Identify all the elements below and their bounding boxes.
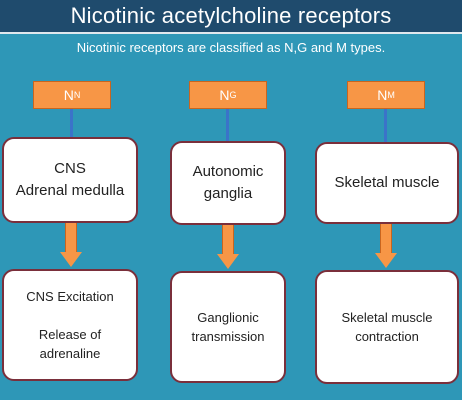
receptor-label-main: N [63, 87, 74, 103]
connector-line [226, 109, 229, 141]
site-text-line: Autonomic [192, 163, 264, 180]
site-card-nn: CNS Adrenal medulla [2, 137, 138, 223]
effect-card-nn: CNS Excitation Release of adrenaline [2, 269, 138, 381]
slide-title: Nicotinic acetylcholine receptors [70, 3, 392, 28]
site-card-nm: Skeletal muscle [315, 142, 459, 224]
receptor-label-subscript: N [73, 90, 81, 100]
site-card-ng: Autonomic ganglia [170, 141, 286, 225]
slide-subtitle: Nicotinic receptors are classified as N,… [76, 40, 386, 55]
effect-text-line: transmission [191, 329, 265, 344]
effect-text-line: Release of [38, 327, 102, 342]
receptor-label-main: N [377, 87, 388, 103]
site-text-line: Skeletal muscle [334, 174, 440, 191]
receptor-label-subscript: M [387, 90, 395, 100]
effect-text-line: Ganglionic [197, 310, 259, 325]
down-arrow-icon [217, 225, 239, 269]
site-text-line: CNS [54, 160, 86, 177]
connector-line [384, 109, 387, 142]
effect-card-nm: Skeletal muscle contraction [315, 270, 459, 384]
effect-text-line: CNS Excitation [26, 289, 114, 304]
effect-text-line: adrenaline [39, 346, 101, 361]
effect-text-line: contraction [355, 329, 419, 344]
down-arrow-icon [60, 223, 82, 267]
receptor-label-subscript: G [229, 90, 237, 100]
receptor-label-main: N [219, 87, 230, 103]
site-text-line: ganglia [203, 185, 253, 202]
effect-card-ng: Ganglionic transmission [170, 271, 286, 383]
effect-text-line: Skeletal muscle [341, 310, 433, 325]
site-text-line: Adrenal medulla [15, 182, 125, 199]
connector-line [70, 109, 73, 137]
down-arrow-icon [375, 224, 397, 268]
title-bar: Nicotinic acetylcholine receptors [0, 0, 462, 34]
